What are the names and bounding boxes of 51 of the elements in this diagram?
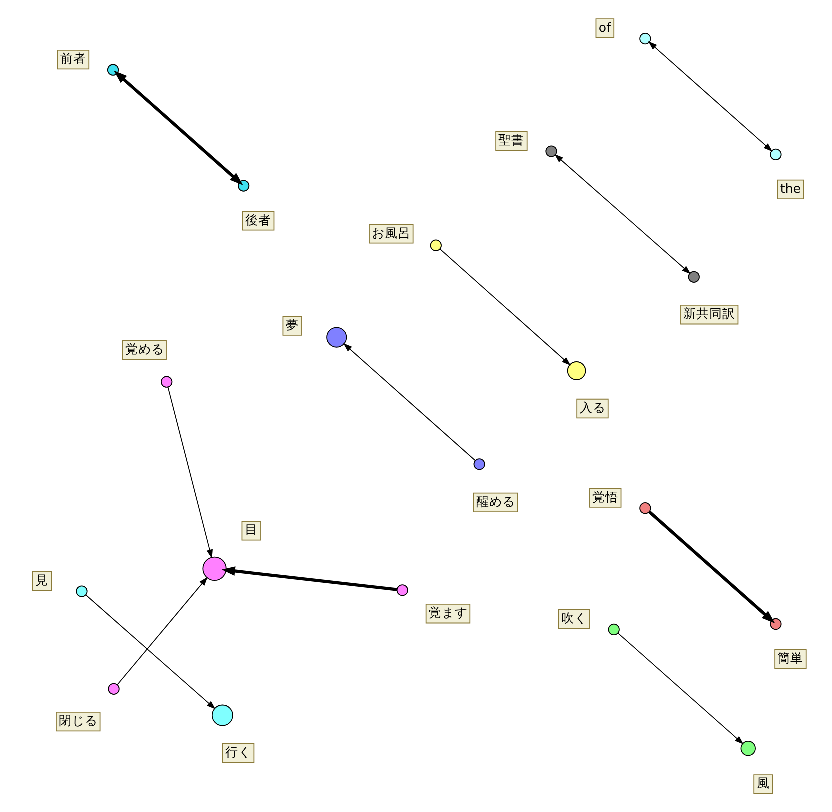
node-label: 醒める	[476, 494, 516, 509]
node-label: 簡単	[778, 650, 804, 666]
node-label: 行く	[226, 744, 252, 760]
node-label: of	[598, 20, 611, 35]
node-circle	[108, 683, 120, 695]
node-circle	[76, 586, 88, 598]
node-circle	[688, 271, 700, 283]
arrow	[618, 632, 744, 745]
node-circle	[396, 584, 408, 596]
arrow	[440, 248, 571, 366]
arrow	[344, 343, 476, 462]
node-label: 風	[756, 776, 770, 791]
node-circle	[238, 180, 250, 192]
node-circle	[740, 741, 756, 756]
node-label: お風呂	[372, 225, 412, 240]
node-label: 後者	[246, 212, 272, 228]
node-circle	[640, 502, 652, 514]
node-label: 閉じる	[59, 713, 98, 728]
node-circle	[546, 146, 558, 158]
arrow	[554, 154, 692, 274]
node-label: 入る	[580, 400, 606, 416]
node-label: 見	[35, 572, 48, 588]
arrow	[222, 566, 398, 592]
node-label: the	[780, 180, 801, 196]
arrow	[114, 70, 244, 186]
node-label: 前者	[60, 51, 87, 66]
node-circle	[770, 618, 782, 630]
arrow	[117, 577, 208, 686]
node-circle	[770, 148, 782, 161]
arrow	[168, 387, 213, 559]
node-label: 吹く	[561, 610, 588, 626]
node-label: 目	[244, 522, 258, 538]
node-label: 夢	[286, 317, 299, 332]
arrow	[648, 510, 776, 624]
node-circle	[202, 556, 227, 581]
node-label: 覚める	[125, 342, 164, 357]
node-circle	[107, 64, 120, 76]
node-label: 覚悟	[592, 489, 619, 504]
node-label: 新共同訳	[684, 306, 736, 322]
arrow	[86, 594, 216, 710]
node-circle	[567, 362, 586, 380]
node-circle	[640, 33, 652, 45]
node-circle	[212, 704, 234, 726]
node-circle	[608, 624, 620, 636]
node-circle	[326, 327, 348, 348]
node-circle	[161, 376, 173, 388]
node-circle	[474, 458, 486, 470]
node-label: 覚ます	[429, 605, 468, 620]
node-circle	[430, 240, 442, 252]
node-label: 聖書	[498, 132, 525, 148]
arrow	[648, 42, 773, 152]
